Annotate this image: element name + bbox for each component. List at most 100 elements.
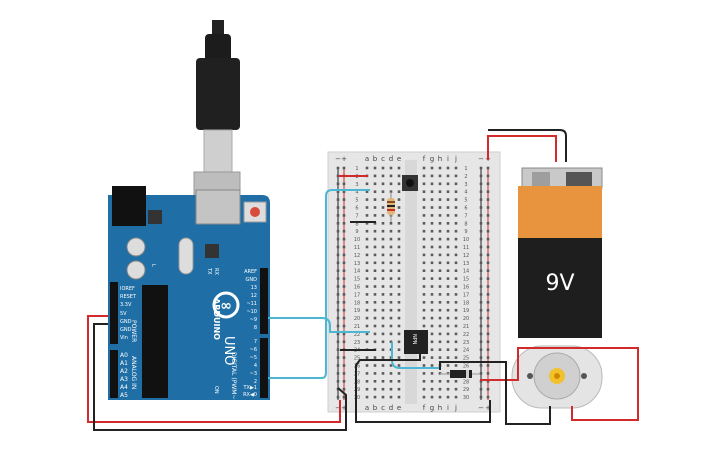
breadboard-hole	[422, 261, 426, 265]
row-number: 23	[354, 340, 360, 346]
breadboard-hole	[336, 214, 340, 217]
row-number: 20	[354, 316, 360, 322]
breadboard-hole	[342, 253, 346, 257]
breadboard-hole	[422, 198, 426, 201]
breadboard-hole	[454, 253, 458, 257]
breadboard-hole	[365, 340, 369, 344]
breadboard-hole	[454, 261, 458, 265]
row-number: 11	[354, 245, 360, 251]
breadboard-hole	[430, 387, 434, 391]
row-number: 9	[464, 229, 467, 235]
wire-motor-black	[439, 361, 551, 425]
breadboard-hole	[397, 190, 401, 193]
breadboard-hole	[486, 348, 490, 351]
breadboard-hole	[430, 229, 434, 233]
breadboard-hole	[422, 229, 426, 233]
breadboard-hole	[438, 356, 442, 359]
breadboard-hole	[389, 229, 393, 233]
breadboard-hole	[389, 174, 393, 178]
breadboard-hole	[486, 253, 490, 257]
breadboard-hole	[365, 222, 369, 225]
row-number: 14	[463, 269, 469, 275]
row-number: 5	[464, 198, 467, 204]
column-label: h	[438, 404, 442, 412]
breadboard-hole	[373, 308, 377, 312]
breadboard-hole	[365, 237, 369, 241]
column-label: d	[389, 155, 393, 163]
row-number: 12	[354, 253, 360, 259]
breadboard-hole	[438, 253, 442, 257]
breadboard-hole	[389, 332, 393, 336]
breadboard-hole	[446, 245, 450, 249]
breadboard-hole	[389, 380, 393, 383]
breadboard-hole	[365, 293, 369, 296]
pin-label: RX◀0	[243, 392, 257, 398]
row-number: 10	[463, 237, 469, 243]
breadboard-hole	[397, 198, 401, 201]
breadboard-hole	[446, 293, 450, 296]
breadboard-hole	[397, 308, 401, 312]
breadboard-hole	[389, 395, 393, 399]
breadboard-hole	[389, 261, 393, 265]
breadboard-hole	[446, 222, 450, 225]
row-number: 1	[355, 166, 358, 172]
rail-plus-label: +	[485, 404, 491, 412]
breadboard-hole	[381, 245, 385, 249]
breadboard-hole	[389, 364, 393, 367]
column-label: j	[454, 155, 457, 163]
breadboard-hole	[373, 301, 377, 304]
diode	[440, 370, 480, 378]
breadboard-hole	[479, 222, 483, 225]
breadboard-hole	[389, 245, 393, 249]
breadboard-hole	[422, 269, 426, 272]
breadboard-hole	[373, 182, 377, 186]
breadboard-hole	[397, 237, 401, 241]
breadboard-hole	[365, 364, 369, 367]
row-number: 21	[463, 324, 469, 330]
breadboard-hole	[486, 222, 490, 225]
breadboard-hole	[454, 237, 458, 241]
l-led-label: L	[150, 264, 156, 267]
breadboard-hole	[381, 395, 385, 399]
breadboard-hole	[397, 261, 401, 265]
breadboard-hole	[479, 182, 483, 186]
breadboard-hole	[342, 237, 346, 241]
breadboard-hole	[486, 237, 490, 241]
breadboard-hole	[365, 277, 369, 280]
breadboard-hole	[422, 277, 426, 280]
pin-label: ~6	[250, 347, 257, 353]
breadboard-hole	[397, 174, 401, 178]
breadboard-hole	[479, 214, 483, 217]
wire-transistor-gnd	[355, 352, 491, 423]
breadboard-hole	[397, 269, 401, 272]
row-number: 28	[463, 379, 469, 385]
breadboard-hole	[336, 206, 340, 209]
breadboard-hole	[381, 237, 385, 241]
row-number: 9	[355, 229, 358, 235]
breadboard-hole	[454, 190, 458, 193]
column-label: f	[423, 155, 426, 163]
breadboard-hole	[389, 340, 393, 344]
resistor	[387, 192, 395, 222]
wire-5v	[87, 315, 341, 423]
breadboard-hole	[438, 332, 442, 336]
breadboard-hole	[486, 166, 490, 170]
breadboard-hole	[389, 293, 393, 296]
breadboard-hole	[373, 214, 377, 217]
breadboard-hole	[479, 261, 483, 265]
breadboard-hole	[397, 332, 401, 336]
breadboard-hole	[438, 190, 442, 193]
row-number: 7	[355, 213, 358, 219]
breadboard-hole	[381, 348, 385, 351]
breadboard-hole	[365, 324, 369, 328]
breadboard-hole	[486, 364, 490, 367]
breadboard-hole	[479, 269, 483, 272]
breadboard-hole	[479, 340, 483, 344]
breadboard-hole	[446, 380, 450, 383]
breadboard-hole	[397, 229, 401, 233]
breadboard-hole	[373, 324, 377, 328]
breadboard-hole	[342, 198, 346, 201]
breadboard-hole	[373, 395, 377, 399]
breadboard-hole	[381, 261, 385, 265]
breadboard-hole	[373, 380, 377, 383]
